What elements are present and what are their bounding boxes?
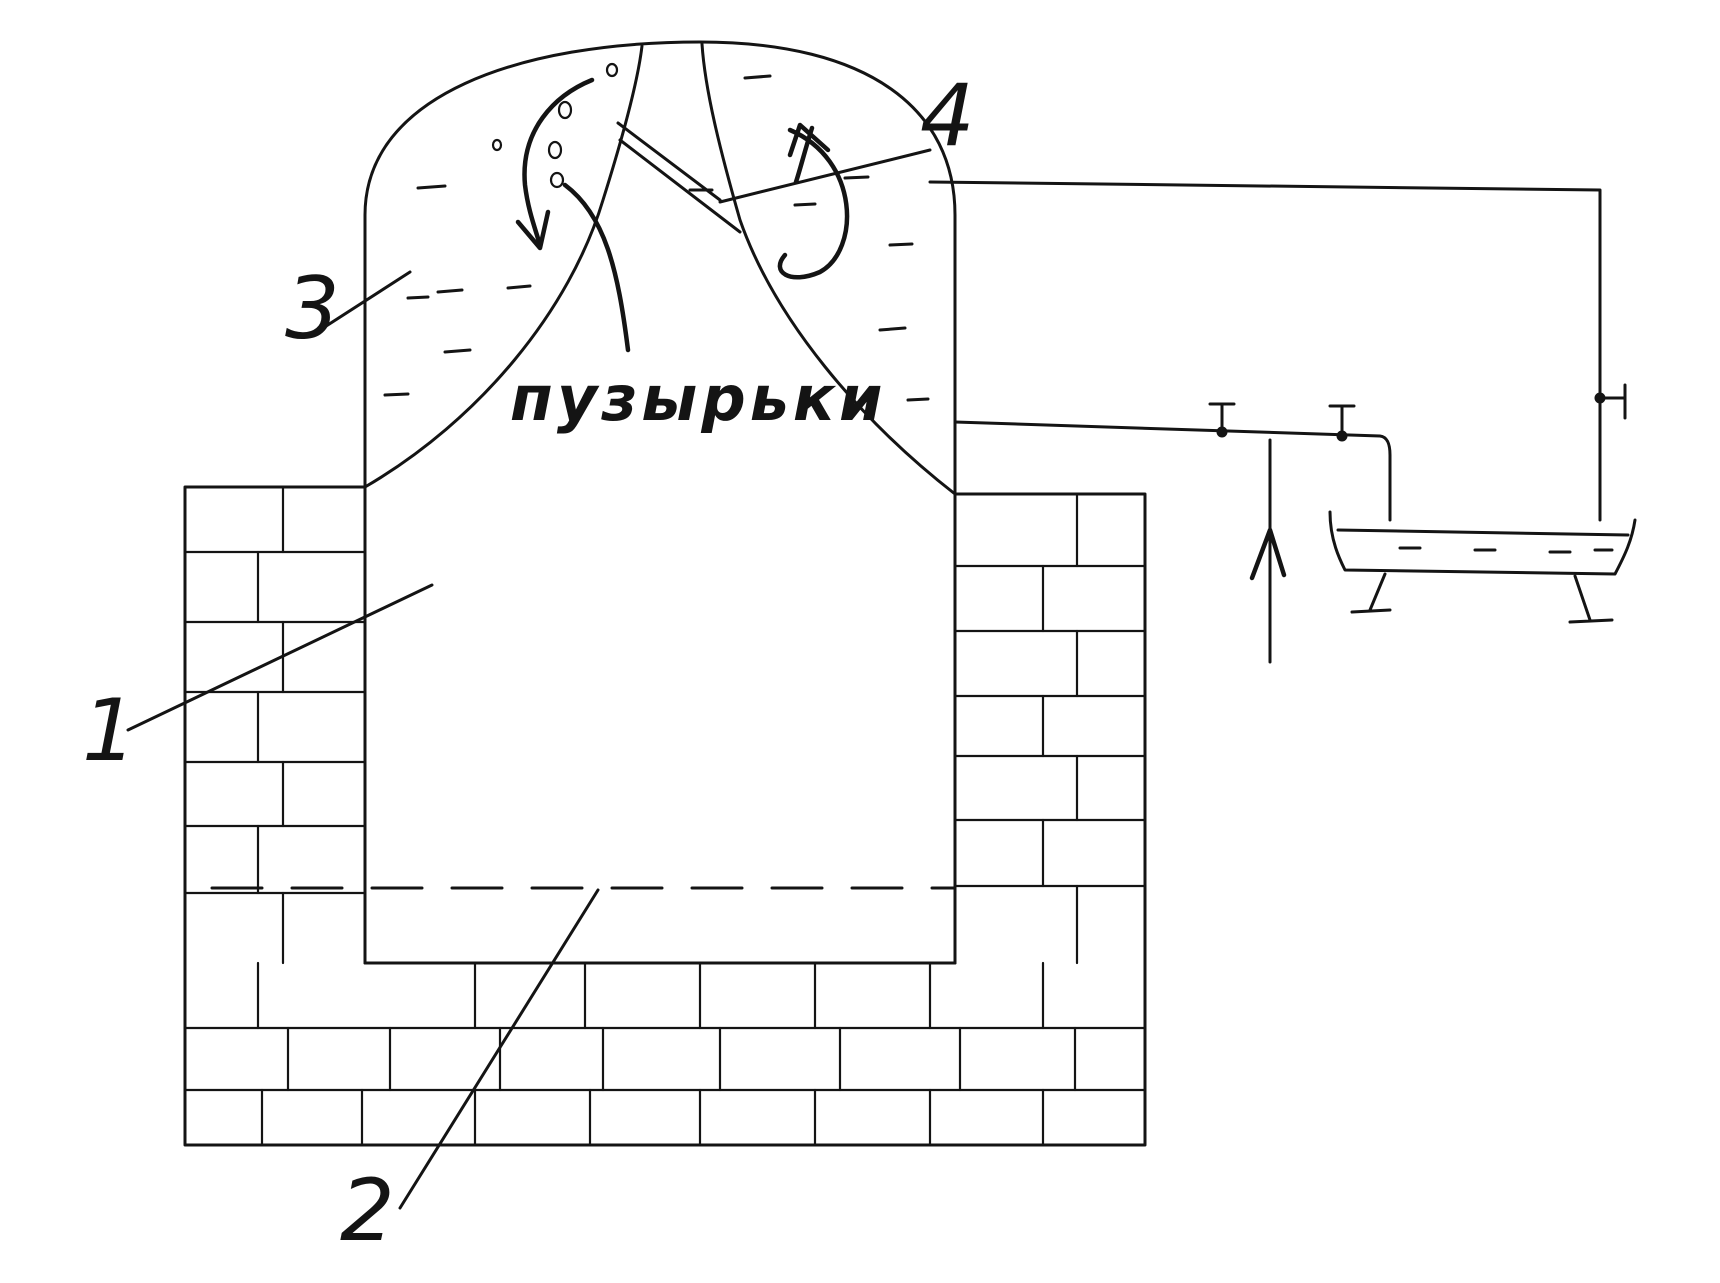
bubble	[549, 171, 565, 189]
leader-2	[398, 888, 600, 1210]
right-pillar-courses	[953, 564, 1147, 888]
bubble	[557, 100, 573, 120]
tank-support-right	[1568, 574, 1614, 624]
base-joints-row3	[260, 1088, 1045, 1147]
flame-contour-right	[700, 42, 957, 496]
tank-water-dashes	[1398, 546, 1614, 554]
base-joints-row1	[256, 961, 1045, 1030]
upper-pipe-valve-joint	[1594, 392, 1606, 404]
circulation-arrowhead-left	[515, 209, 551, 251]
water-dashes	[383, 74, 930, 402]
base-joints-row2	[286, 1026, 1077, 1092]
masonry-outline	[183, 485, 1147, 1147]
brick-masonry	[183, 485, 1147, 1147]
circulation-arrow-left	[522, 77, 595, 248]
callout-3: 3	[285, 259, 340, 359]
furnace-vessel	[210, 40, 957, 965]
leader-1	[126, 583, 434, 732]
internal-pipe	[616, 121, 742, 234]
tank-waterline	[1336, 528, 1630, 537]
right-pillar-joints	[1041, 492, 1079, 965]
flame-contour-left	[363, 44, 644, 489]
circulation-arrowhead-right	[787, 122, 831, 158]
leader-lines	[126, 148, 932, 1210]
left-pillar-joints	[256, 485, 285, 965]
left-pillar-courses	[183, 550, 367, 895]
upper-return-pipe	[928, 180, 1602, 522]
bubbles-label: пузырьки	[510, 362, 886, 435]
bubble	[491, 138, 503, 152]
tank-support-left	[1350, 572, 1392, 614]
circulation-arrow-right	[777, 127, 850, 280]
leader-4	[718, 148, 932, 204]
lower-feed-pipe	[953, 420, 1392, 522]
tank-body	[1328, 510, 1637, 576]
bubble	[547, 140, 563, 160]
bubbles-pointer	[562, 182, 631, 353]
callout-2: 2	[340, 1161, 395, 1261]
leader-3	[318, 270, 412, 332]
inlet-arrowhead	[1249, 527, 1287, 581]
callout-4: 4	[920, 66, 975, 166]
bubbles	[491, 62, 619, 189]
water-tank	[1328, 510, 1637, 624]
bubble	[605, 62, 619, 78]
callout-1: 1	[82, 681, 137, 781]
vessel-wall	[363, 40, 957, 965]
external-piping	[928, 180, 1627, 664]
base-courses	[183, 1026, 1147, 1092]
